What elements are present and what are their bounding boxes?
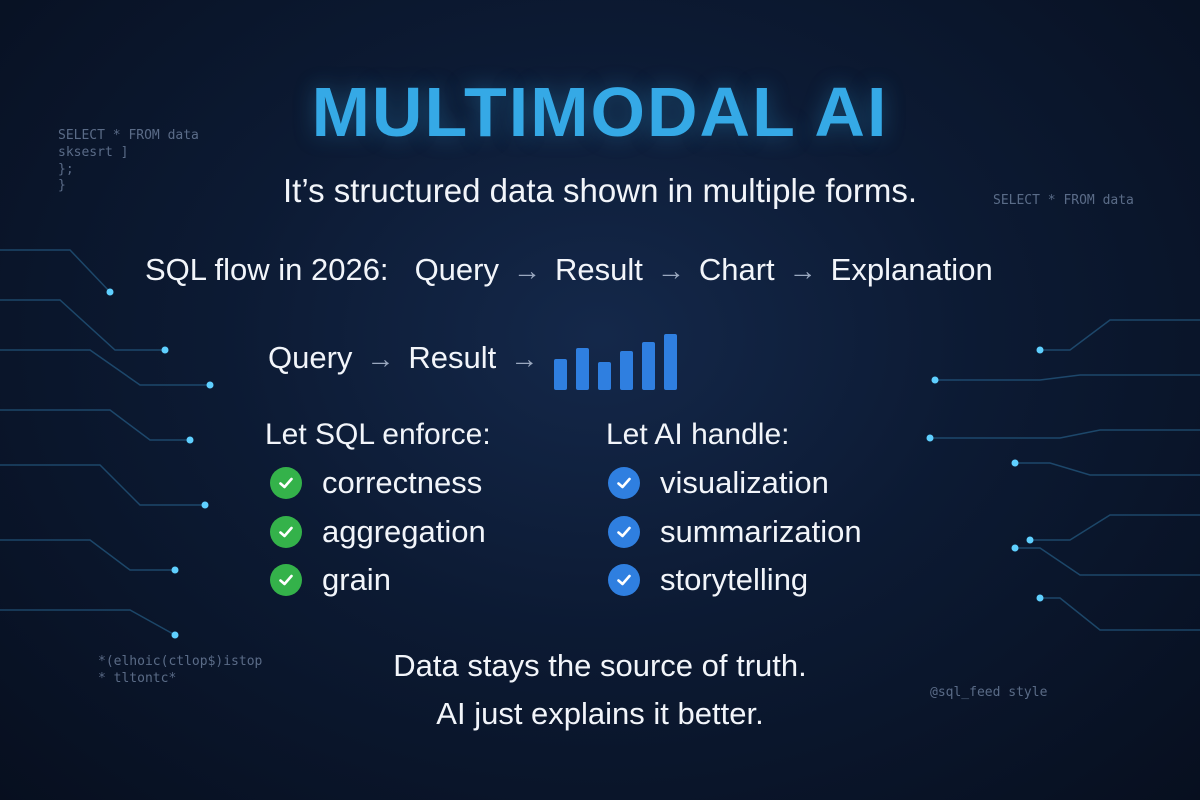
- ai-item-visualization: visualization: [608, 465, 829, 501]
- bar-chart-icon: [554, 334, 678, 390]
- watermark: @sql_feed style: [930, 685, 1048, 700]
- arrow-right-icon: →: [656, 255, 685, 286]
- ai-item-label: summarization: [660, 514, 862, 549]
- bg-code-line: sksesrt ]: [58, 145, 129, 160]
- sql-item-label: aggregation: [322, 514, 486, 549]
- flow-step-query: Query: [414, 252, 499, 287]
- ai-item-storytelling: storytelling: [608, 562, 808, 598]
- check-icon: [608, 516, 640, 548]
- mini-chart-bar: [576, 348, 590, 390]
- arrow-right-icon: →: [366, 343, 395, 375]
- sql-item-aggregation: aggregation: [270, 514, 486, 550]
- mini-flow-step-query: Query: [268, 340, 353, 376]
- ai-item-label: storytelling: [660, 562, 809, 597]
- sql-flow-line: SQL flow in 2026: Query → Result → Chart → Expl…: [145, 252, 993, 288]
- ai-item-label: visualization: [660, 465, 829, 500]
- mini-flow-line: Query → Result →: [268, 330, 678, 390]
- sql-item-grain: grain: [270, 562, 391, 598]
- ai-column-heading: Let AI handle:: [606, 418, 790, 451]
- sql-item-label: correctness: [322, 465, 483, 500]
- arrow-right-icon: →: [510, 343, 539, 375]
- mini-chart-bar: [664, 334, 678, 390]
- check-icon: [608, 467, 640, 499]
- mini-flow-step-result: Result: [408, 340, 497, 376]
- mini-chart-bar: [598, 362, 612, 390]
- footer-line-2: AI just explains it better.: [436, 696, 764, 731]
- mini-chart-bar: [642, 342, 656, 390]
- mini-chart-bar: [620, 351, 634, 390]
- flow-step-result: Result: [554, 252, 643, 287]
- bg-code-line: * tltontc*: [98, 671, 177, 686]
- check-icon: [270, 564, 302, 596]
- sql-item-label: grain: [322, 562, 391, 597]
- page-subtitle: It’s structured data shown in multiple f…: [283, 172, 917, 209]
- check-icon: [270, 467, 302, 499]
- page-title: MULTIMODAL AI: [311, 73, 889, 151]
- flow-lead-label: SQL flow in 2026:: [145, 252, 389, 287]
- flow-step-chart: Chart: [698, 252, 775, 287]
- check-icon: [270, 516, 302, 548]
- footer-line-1: Data stays the source of truth.: [393, 648, 807, 683]
- bg-code-line: }: [58, 178, 66, 193]
- bg-code-line: *(elhoic(ctlop$)istop: [98, 654, 263, 669]
- sql-item-correctness: correctness: [270, 465, 482, 501]
- bg-code-line: SELECT * FROM data: [993, 193, 1134, 208]
- ai-item-summarization: summarization: [608, 514, 862, 550]
- bg-code-line: SELECT * FROM data: [58, 128, 199, 143]
- arrow-right-icon: →: [512, 255, 541, 286]
- bg-code-line: };: [58, 162, 74, 177]
- flow-step-explanation: Explanation: [830, 252, 993, 287]
- check-icon: [608, 564, 640, 596]
- arrow-right-icon: →: [788, 255, 817, 286]
- mini-chart-bar: [554, 359, 568, 390]
- sql-column-heading: Let SQL enforce:: [265, 418, 491, 451]
